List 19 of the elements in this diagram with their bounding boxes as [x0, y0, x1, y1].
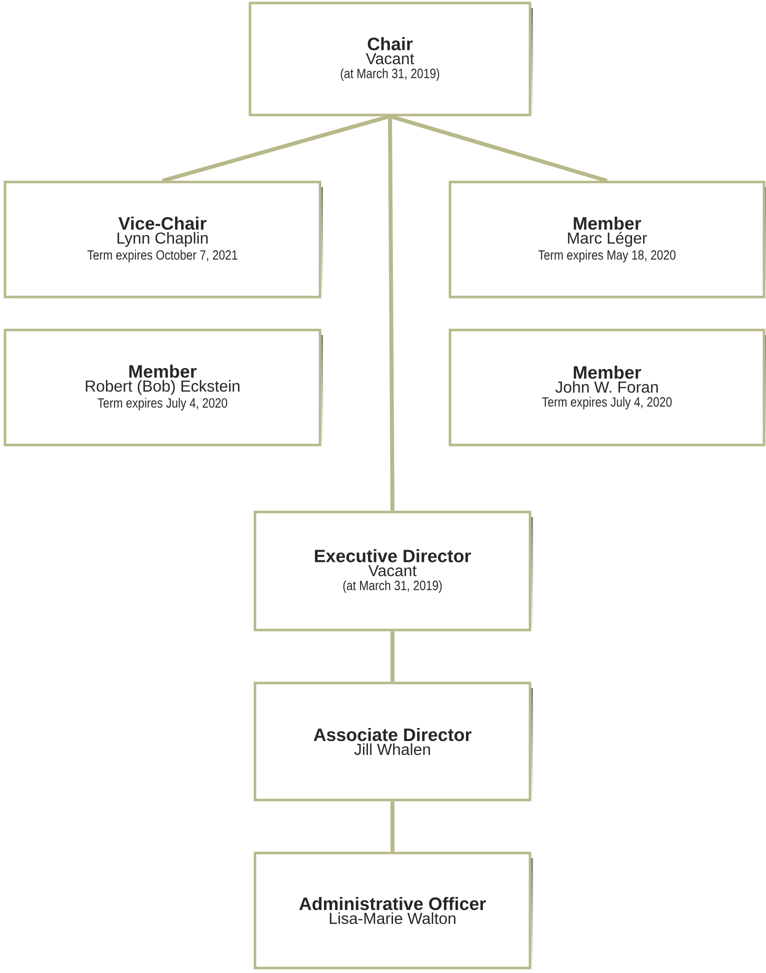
connector-line: [390, 631, 394, 682]
org-box: Member John W. Foran Term expires July 4, 2020: [448, 328, 766, 449]
connector-line: [388, 116, 394, 511]
connector-line: [389, 114, 608, 183]
org-box: Executive Director Vacant (at March 31, 2019): [254, 510, 533, 634]
node-label: Marc Léger: [568, 232, 648, 247]
connector-line: [390, 801, 394, 852]
node-label: Term expires July 4, 2020: [542, 396, 672, 410]
node-label: Term expires May 18, 2020: [538, 250, 676, 262]
org-box: Member Robert (Bob) Eckstein Term expires July 4, 2020: [4, 328, 323, 449]
connector-line: [162, 114, 391, 183]
org-box: Administrative Officer Lisa-Marie Walton: [254, 852, 533, 972]
node-label: John W. Foran: [555, 381, 658, 393]
org-box: Chair Vacant (at March 31, 2019): [248, 2, 533, 119]
node-label: Member: [574, 366, 642, 379]
node-label: Member: [574, 216, 642, 230]
org-box: Vice-Chair Lynn Chaplin Term expires October 7, 2021: [4, 180, 323, 301]
org-box: Member Marc Léger Term expires May 18, 2020: [448, 180, 766, 301]
org-box: Associate Director Jill Whalen: [254, 682, 533, 804]
